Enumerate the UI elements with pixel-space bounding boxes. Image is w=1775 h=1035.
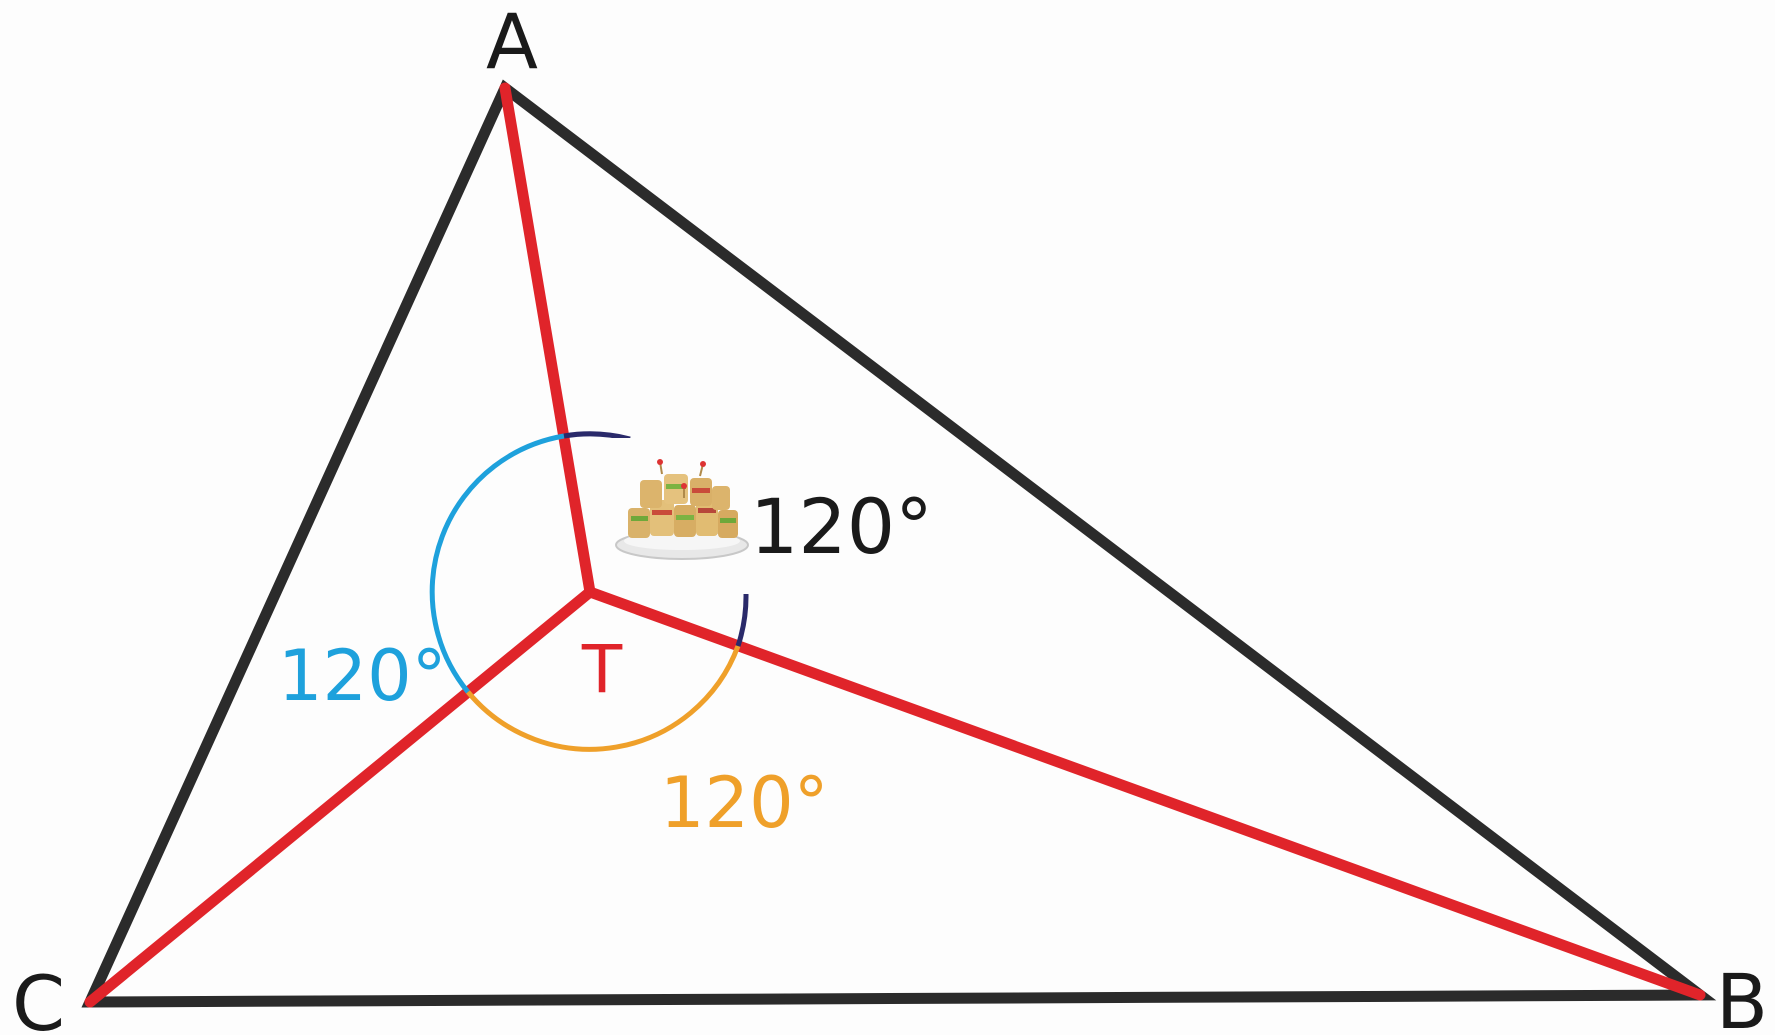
segment-tb xyxy=(584,586,1706,1001)
angle-arc-bottom xyxy=(466,645,741,752)
angle-label-left: 120° xyxy=(278,635,447,717)
point-label-t: T xyxy=(581,631,623,708)
angle-arc-left xyxy=(429,433,565,694)
vertex-label-a: A xyxy=(486,0,538,86)
triangle-abc xyxy=(81,79,1717,1008)
vertex-label-c: C xyxy=(12,959,65,1035)
angle-label-bottom: 120° xyxy=(660,762,829,844)
segment-ta xyxy=(499,82,596,598)
segment-tc xyxy=(84,586,596,1008)
sandwich-platter-icon xyxy=(605,438,749,568)
angle-arc-top-right-upper xyxy=(563,431,631,442)
vertex-label-b: B xyxy=(1716,957,1768,1035)
angle-arc-top-right-lower xyxy=(735,593,749,647)
angle-label-top-right: 120° xyxy=(750,482,933,571)
